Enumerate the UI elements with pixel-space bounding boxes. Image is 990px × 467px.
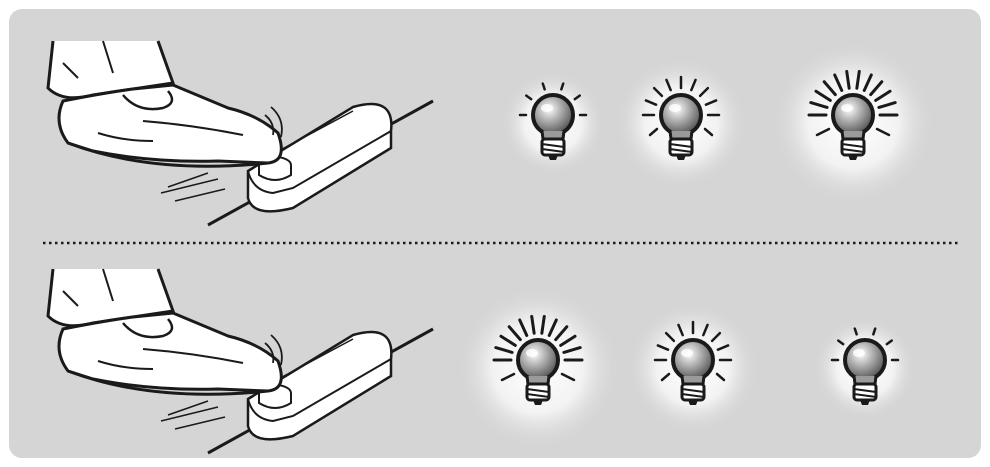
diagram-panel xyxy=(6,6,984,461)
bottom-bulb-2-icon xyxy=(627,302,759,434)
bottom-bulb-3-icon xyxy=(813,316,917,420)
dimmer-diagram xyxy=(9,9,984,461)
bottom-foot-pedal-icon xyxy=(48,269,433,453)
bottom-row-illustration xyxy=(48,269,917,453)
top-foot-pedal-icon xyxy=(48,41,433,225)
top-bulb-1-icon xyxy=(501,71,605,175)
top-bulb-3-icon xyxy=(771,41,935,205)
top-bulb-2-icon xyxy=(615,57,747,189)
top-row-illustration xyxy=(48,41,935,225)
bottom-bulb-1-icon xyxy=(456,286,620,450)
